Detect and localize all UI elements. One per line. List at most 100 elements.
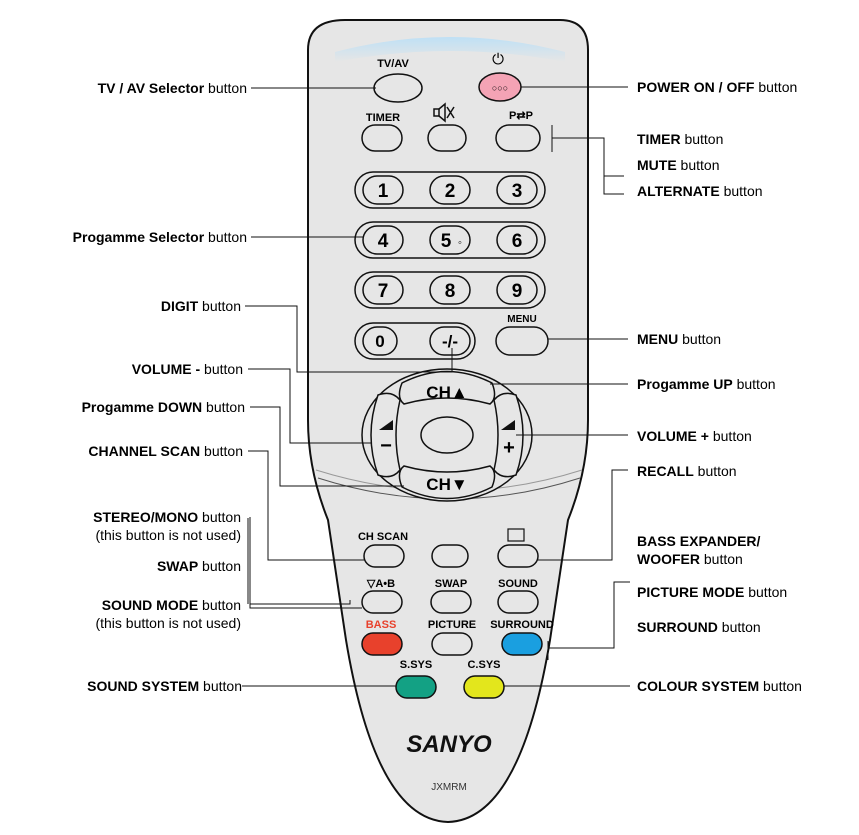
colour-system-button[interactable] — [463, 675, 505, 699]
note-sound-mode: (this button is not used) — [95, 615, 241, 631]
volume-plus-wedge-icon — [501, 420, 515, 430]
number-3: 3 — [512, 181, 523, 202]
callout-recall: RECALL button — [637, 463, 737, 479]
ch-scan-label: CH SCAN — [358, 531, 408, 543]
number-row-3: 7 8 9 — [354, 271, 546, 309]
timer-label: TIMER — [366, 112, 400, 124]
callout-tvav: TV / AV Selector button — [97, 80, 247, 96]
blank-button[interactable] — [431, 544, 469, 568]
callout-power: POWER ON / OFF button — [637, 79, 798, 95]
callout-woofer: WOOFER button — [637, 551, 743, 567]
number-5: 5 — [441, 231, 452, 252]
ch-scan-button[interactable] — [363, 544, 405, 568]
callout-menu: MENU button — [637, 331, 722, 347]
volume-minus-wedge-icon — [379, 420, 393, 430]
ch-up-label: CH▲ — [426, 383, 467, 402]
number-button-5[interactable] — [429, 225, 471, 255]
number-button-0[interactable] — [362, 326, 398, 356]
callout-colour-system: COLOUR SYSTEM button — [637, 678, 802, 694]
callout-sound-mode: SOUND MODE button — [101, 597, 241, 613]
number-row-2: 4 5 ◦ 6 — [354, 221, 546, 259]
callout-timer: TIMER button — [637, 131, 724, 147]
number-button-1[interactable] — [362, 175, 404, 205]
power-dots: ○○○ — [492, 83, 508, 93]
number-button-2[interactable] — [429, 175, 471, 205]
volume-plus-button[interactable] — [493, 392, 524, 478]
volume-minus-label: − — [380, 435, 392, 457]
number-5-dot: ◦ — [458, 237, 462, 249]
recall-icon — [507, 528, 525, 542]
ch-down-button[interactable] — [398, 465, 496, 500]
callout-swap: SWAP button — [156, 558, 241, 574]
sound-mode-button[interactable] — [497, 590, 539, 614]
power-icon: ⏻ — [492, 51, 504, 68]
nav-center-button[interactable] — [420, 416, 474, 454]
volume-minus-button[interactable] — [370, 392, 401, 478]
leader-lines-left — [242, 87, 453, 687]
number-8: 8 — [445, 281, 456, 302]
sound-label: SOUND — [498, 578, 538, 590]
timer-button[interactable] — [361, 124, 403, 152]
digit-button[interactable] — [429, 326, 471, 356]
number-1: 1 — [378, 181, 389, 202]
note-stereo-mono: (this button is not used) — [95, 527, 241, 543]
callout-programme-up: Progamme UP button — [637, 376, 776, 392]
callout-programme-down: Progamme DOWN button — [81, 399, 245, 415]
recall-button[interactable] — [497, 544, 539, 568]
bass-label: BASS — [366, 619, 397, 631]
menu-label: MENU — [507, 314, 536, 325]
callout-programme-selector: Progamme Selector button — [72, 229, 247, 245]
callout-digit: DIGIT button — [160, 298, 241, 314]
tvav-button[interactable] — [373, 73, 423, 103]
callout-alternate: ALTERNATE button — [637, 183, 763, 199]
surround-label: SURROUND — [490, 619, 554, 631]
swap-button[interactable] — [430, 590, 472, 614]
mute-icon — [433, 102, 455, 123]
left-bracket — [247, 518, 351, 605]
number-row-1: 1 2 3 — [354, 171, 546, 209]
csys-label: C.SYS — [467, 659, 500, 671]
callout-sound-system: SOUND SYSTEM button — [87, 678, 242, 694]
remote-top-glow — [335, 37, 565, 62]
mute-button[interactable] — [427, 124, 467, 152]
digit-label: -/- — [442, 332, 458, 351]
number-6: 6 — [512, 231, 523, 252]
number-0: 0 — [375, 332, 384, 351]
ssys-label: S.SYS — [400, 659, 432, 671]
number-2: 2 — [445, 181, 456, 202]
callout-stereo-mono: STEREO/MONO button — [93, 509, 241, 525]
stereo-mono-label: ▽A•B — [366, 578, 395, 590]
number-button-9[interactable] — [496, 275, 538, 305]
sound-system-button[interactable] — [395, 675, 437, 699]
number-button-6[interactable] — [496, 225, 538, 255]
number-button-7[interactable] — [362, 275, 404, 305]
alternate-button[interactable] — [495, 124, 541, 152]
callout-mute: MUTE button — [637, 157, 720, 173]
callout-volume-plus: VOLUME + button — [637, 428, 752, 444]
number-9: 9 — [512, 281, 523, 302]
number-row-4: 0 -/- — [354, 322, 476, 360]
brand-logo: SANYO — [406, 731, 492, 758]
number-button-3[interactable] — [496, 175, 538, 205]
alternate-label: P⇄P — [509, 110, 533, 122]
callout-surround: SURROUND button — [637, 619, 761, 635]
number-button-8[interactable] — [429, 275, 471, 305]
number-7: 7 — [378, 281, 389, 302]
picture-button[interactable] — [431, 632, 473, 656]
ch-up-button[interactable] — [398, 370, 496, 405]
bass-button[interactable] — [361, 632, 403, 656]
callout-bass-expander: BASS EXPANDER/ — [637, 533, 761, 549]
model-number: JXMRM — [431, 782, 467, 793]
number-button-4[interactable] — [362, 225, 404, 255]
number-4: 4 — [378, 231, 389, 252]
callout-volume-minus: VOLUME - button — [131, 361, 243, 377]
callout-picture-mode: PICTURE MODE button — [637, 584, 788, 600]
surround-button[interactable] — [501, 632, 543, 656]
stereo-mono-button[interactable] — [361, 590, 403, 614]
swap-label: SWAP — [435, 578, 467, 590]
leader-lines-right — [490, 86, 630, 687]
ch-down-label: CH▼ — [426, 475, 467, 494]
volume-plus-label: + — [503, 437, 515, 459]
menu-button[interactable] — [495, 326, 549, 356]
